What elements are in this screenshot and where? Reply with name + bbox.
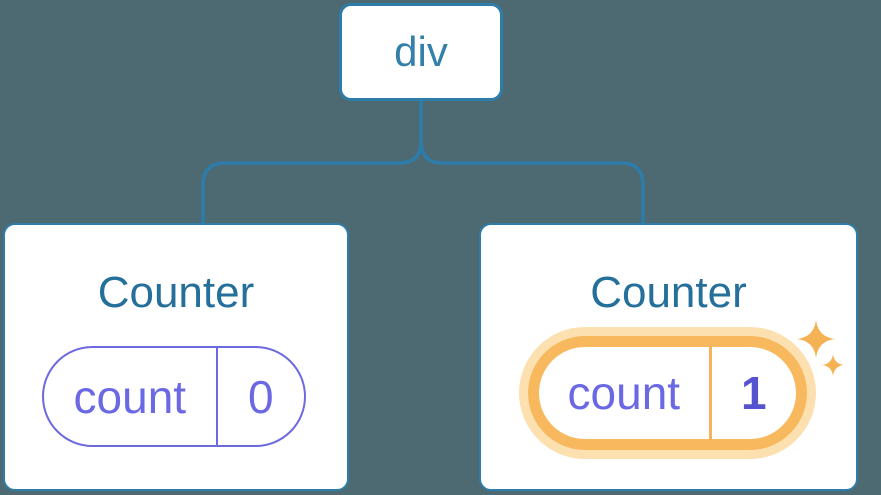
counter-card-left: Counter count 0 [3, 223, 349, 491]
component-title: Counter [590, 268, 747, 317]
state-key-label: count [44, 348, 218, 445]
sparkles-icon [797, 320, 844, 376]
state-key-label: count [539, 347, 712, 439]
state-pill: count 0 [42, 346, 306, 447]
component-title: Counter [97, 268, 255, 317]
root-node-label: div [394, 28, 448, 75]
counter-card-right: Counter count 1 [479, 223, 858, 491]
root-node-div: div [339, 3, 503, 101]
state-value: 0 [248, 370, 274, 423]
state-pill-highlighted: count 1 [519, 327, 816, 459]
state-value: 1 [741, 367, 767, 419]
state-pill: count 1 [539, 347, 796, 439]
state-pill-highlight-ring: count 1 [528, 336, 807, 450]
